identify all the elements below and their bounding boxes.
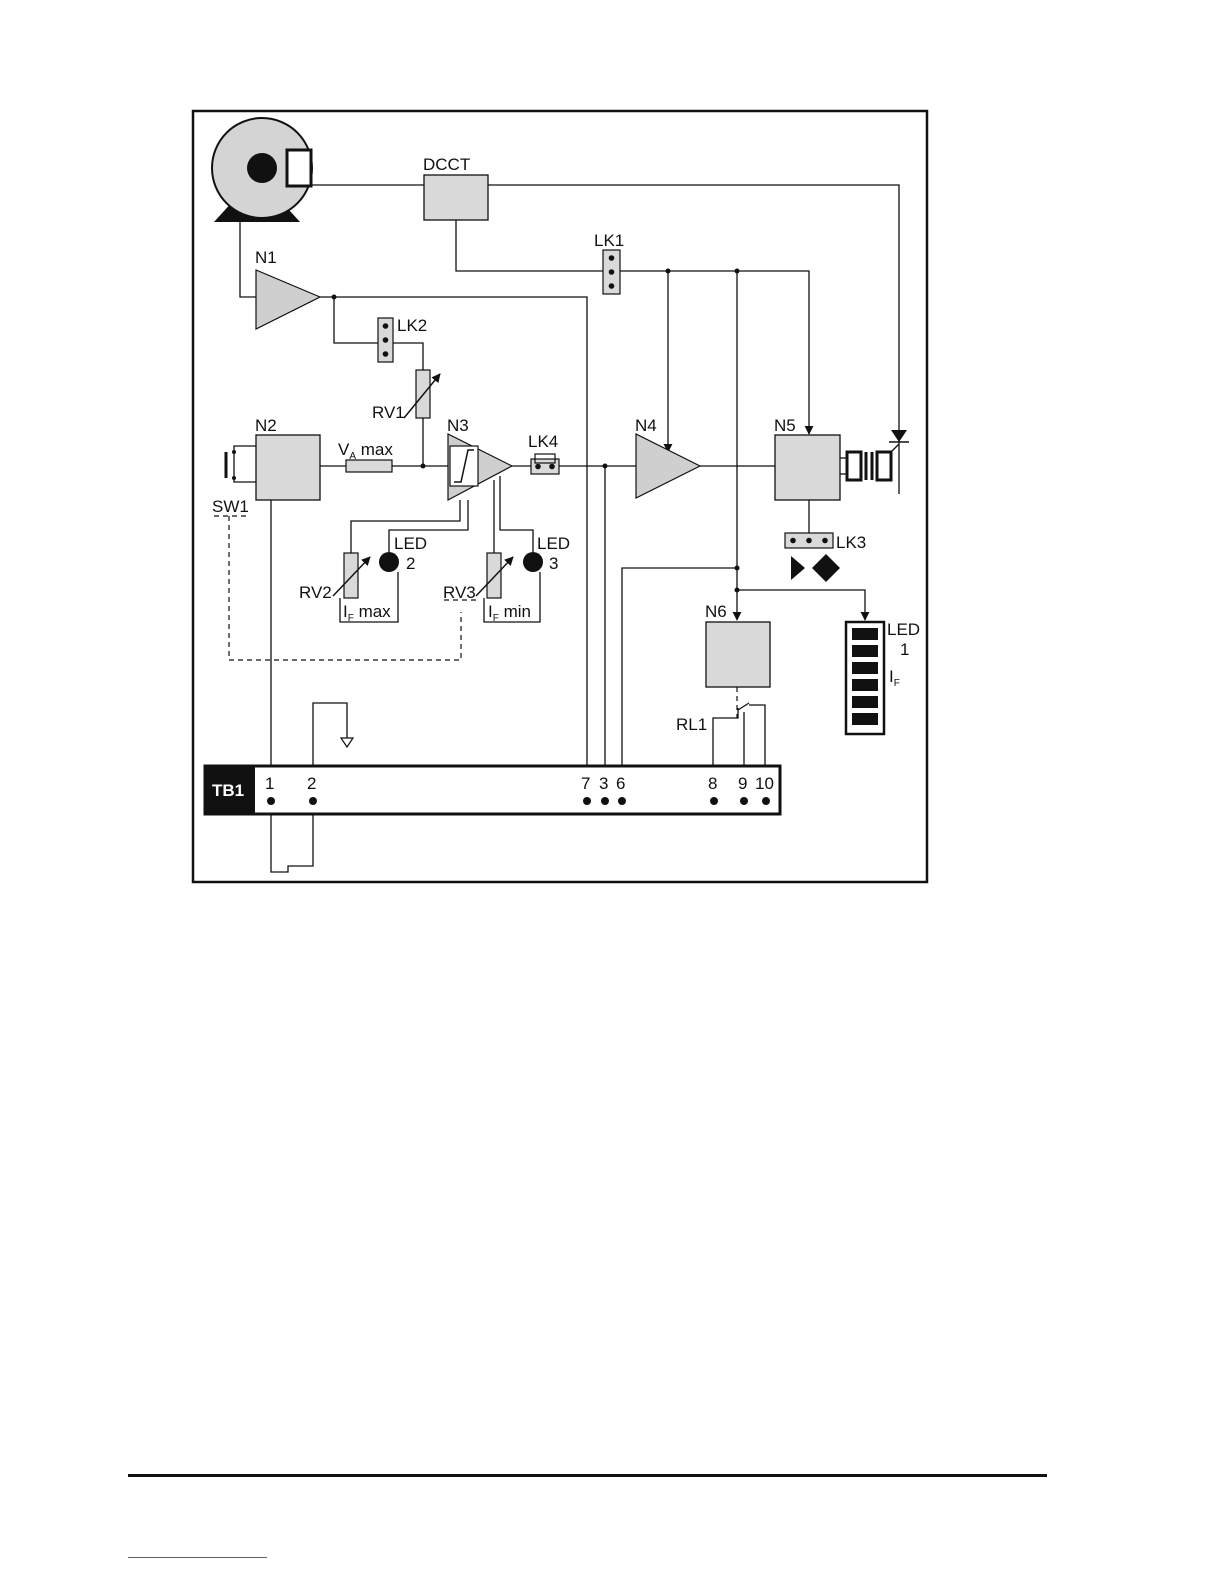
footer-link-underline	[128, 1557, 267, 1558]
led3-label-line1: LED	[537, 534, 570, 553]
tb1-pin-7: 7	[581, 774, 590, 793]
tb1-pin-6: 6	[616, 774, 625, 793]
lk3-position-symbols	[791, 554, 840, 582]
lk4-label: LK4	[528, 432, 558, 451]
n5-block	[775, 435, 840, 500]
lk2-label: LK2	[397, 316, 427, 335]
tb1-pin-3: 3	[599, 774, 608, 793]
n6-label: N6	[705, 602, 727, 621]
tb1-label: TB1	[212, 781, 244, 800]
lk2-jumper	[378, 318, 393, 362]
n4-label: N4	[635, 416, 657, 435]
dcct-label: DCCT	[423, 155, 470, 174]
n3-limiter	[448, 434, 512, 500]
sw1-label: SW1	[212, 497, 249, 516]
if-max-label: IF max	[343, 602, 391, 624]
n1-amplifier	[256, 270, 320, 329]
led2-label-line1: LED	[394, 534, 427, 553]
led2-indicator	[379, 552, 399, 572]
rv1-potentiometer-icon	[404, 370, 440, 418]
if-min-label: IF min	[488, 602, 531, 624]
rv3-potentiometer-icon	[476, 553, 513, 598]
led3-label-line2: 3	[549, 554, 558, 573]
tb1-pin-2: 2	[307, 774, 316, 793]
rv3-label: RV3	[443, 583, 476, 602]
led1-bargraph	[846, 622, 884, 734]
terminal-block	[205, 766, 780, 814]
tb1-pin-8: 8	[708, 774, 717, 793]
n1-label: N1	[255, 248, 277, 267]
va-max-label: VA max	[338, 440, 393, 462]
lk3-jumper	[785, 533, 833, 548]
motor-icon	[212, 118, 312, 222]
led3-indicator	[523, 552, 543, 572]
tb1-pin-10: 10	[755, 774, 774, 793]
lk1-label: LK1	[594, 231, 624, 250]
led1-label-line1: LED	[887, 620, 920, 639]
rl1-label: RL1	[676, 715, 707, 734]
lk1-jumper	[603, 250, 620, 294]
led2-label-line2: 2	[406, 554, 415, 573]
led1-label-line2: 1	[900, 640, 909, 659]
dcct-block	[424, 175, 488, 220]
lk4-jumper	[531, 454, 559, 474]
rv2-label: RV2	[299, 583, 332, 602]
n5-label: N5	[774, 416, 796, 435]
n6-block	[706, 622, 770, 687]
n3-label: N3	[447, 416, 469, 435]
rv2-potentiometer-icon	[333, 553, 370, 598]
if-label: IF	[889, 667, 900, 689]
pulse-transformer-icon	[847, 452, 891, 480]
junction-dots	[332, 269, 740, 593]
tb1-pin-1: 1	[265, 774, 274, 793]
page-divider	[128, 1474, 1047, 1477]
n2-label: N2	[255, 416, 277, 435]
tb1-pin-9: 9	[738, 774, 747, 793]
rv1-label: RV1	[372, 403, 405, 422]
lk3-label: LK3	[836, 533, 866, 552]
n2-block	[256, 435, 320, 500]
